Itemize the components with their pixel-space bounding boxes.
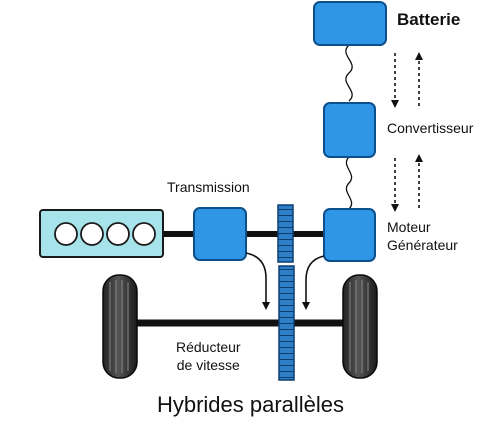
right-wheel-icon [342, 274, 378, 379]
motor-label-line1: Moteur [387, 219, 431, 235]
arrow-transmission-to-reducer [245, 252, 270, 310]
reducer-label-line2: de vitesse [176, 357, 240, 373]
reducer-label: Réducteur de vitesse [176, 338, 241, 374]
cable-converter-motor [345, 156, 353, 210]
battery-label: Batterie [397, 10, 461, 29]
upper-gear [277, 204, 294, 263]
battery-box [313, 1, 387, 46]
arrow-motor-to-reducer [302, 255, 325, 310]
reducer-gear [278, 265, 295, 381]
motor-generator-box [323, 208, 376, 262]
converter-label: Convertisseur [387, 120, 474, 136]
cable-battery-converter [345, 44, 353, 102]
engine-icon [39, 209, 164, 258]
diagram-title: Hybrides parallèles [156, 392, 345, 417]
converter-box [323, 102, 376, 158]
motor-generator-label: Moteur Générateur [387, 218, 458, 254]
transmission-label: Transmission [167, 179, 250, 195]
transmission-box [193, 207, 247, 261]
motor-label-line2: Générateur [387, 237, 458, 253]
left-wheel-icon [102, 274, 138, 379]
reducer-label-line1: Réducteur [176, 339, 241, 355]
